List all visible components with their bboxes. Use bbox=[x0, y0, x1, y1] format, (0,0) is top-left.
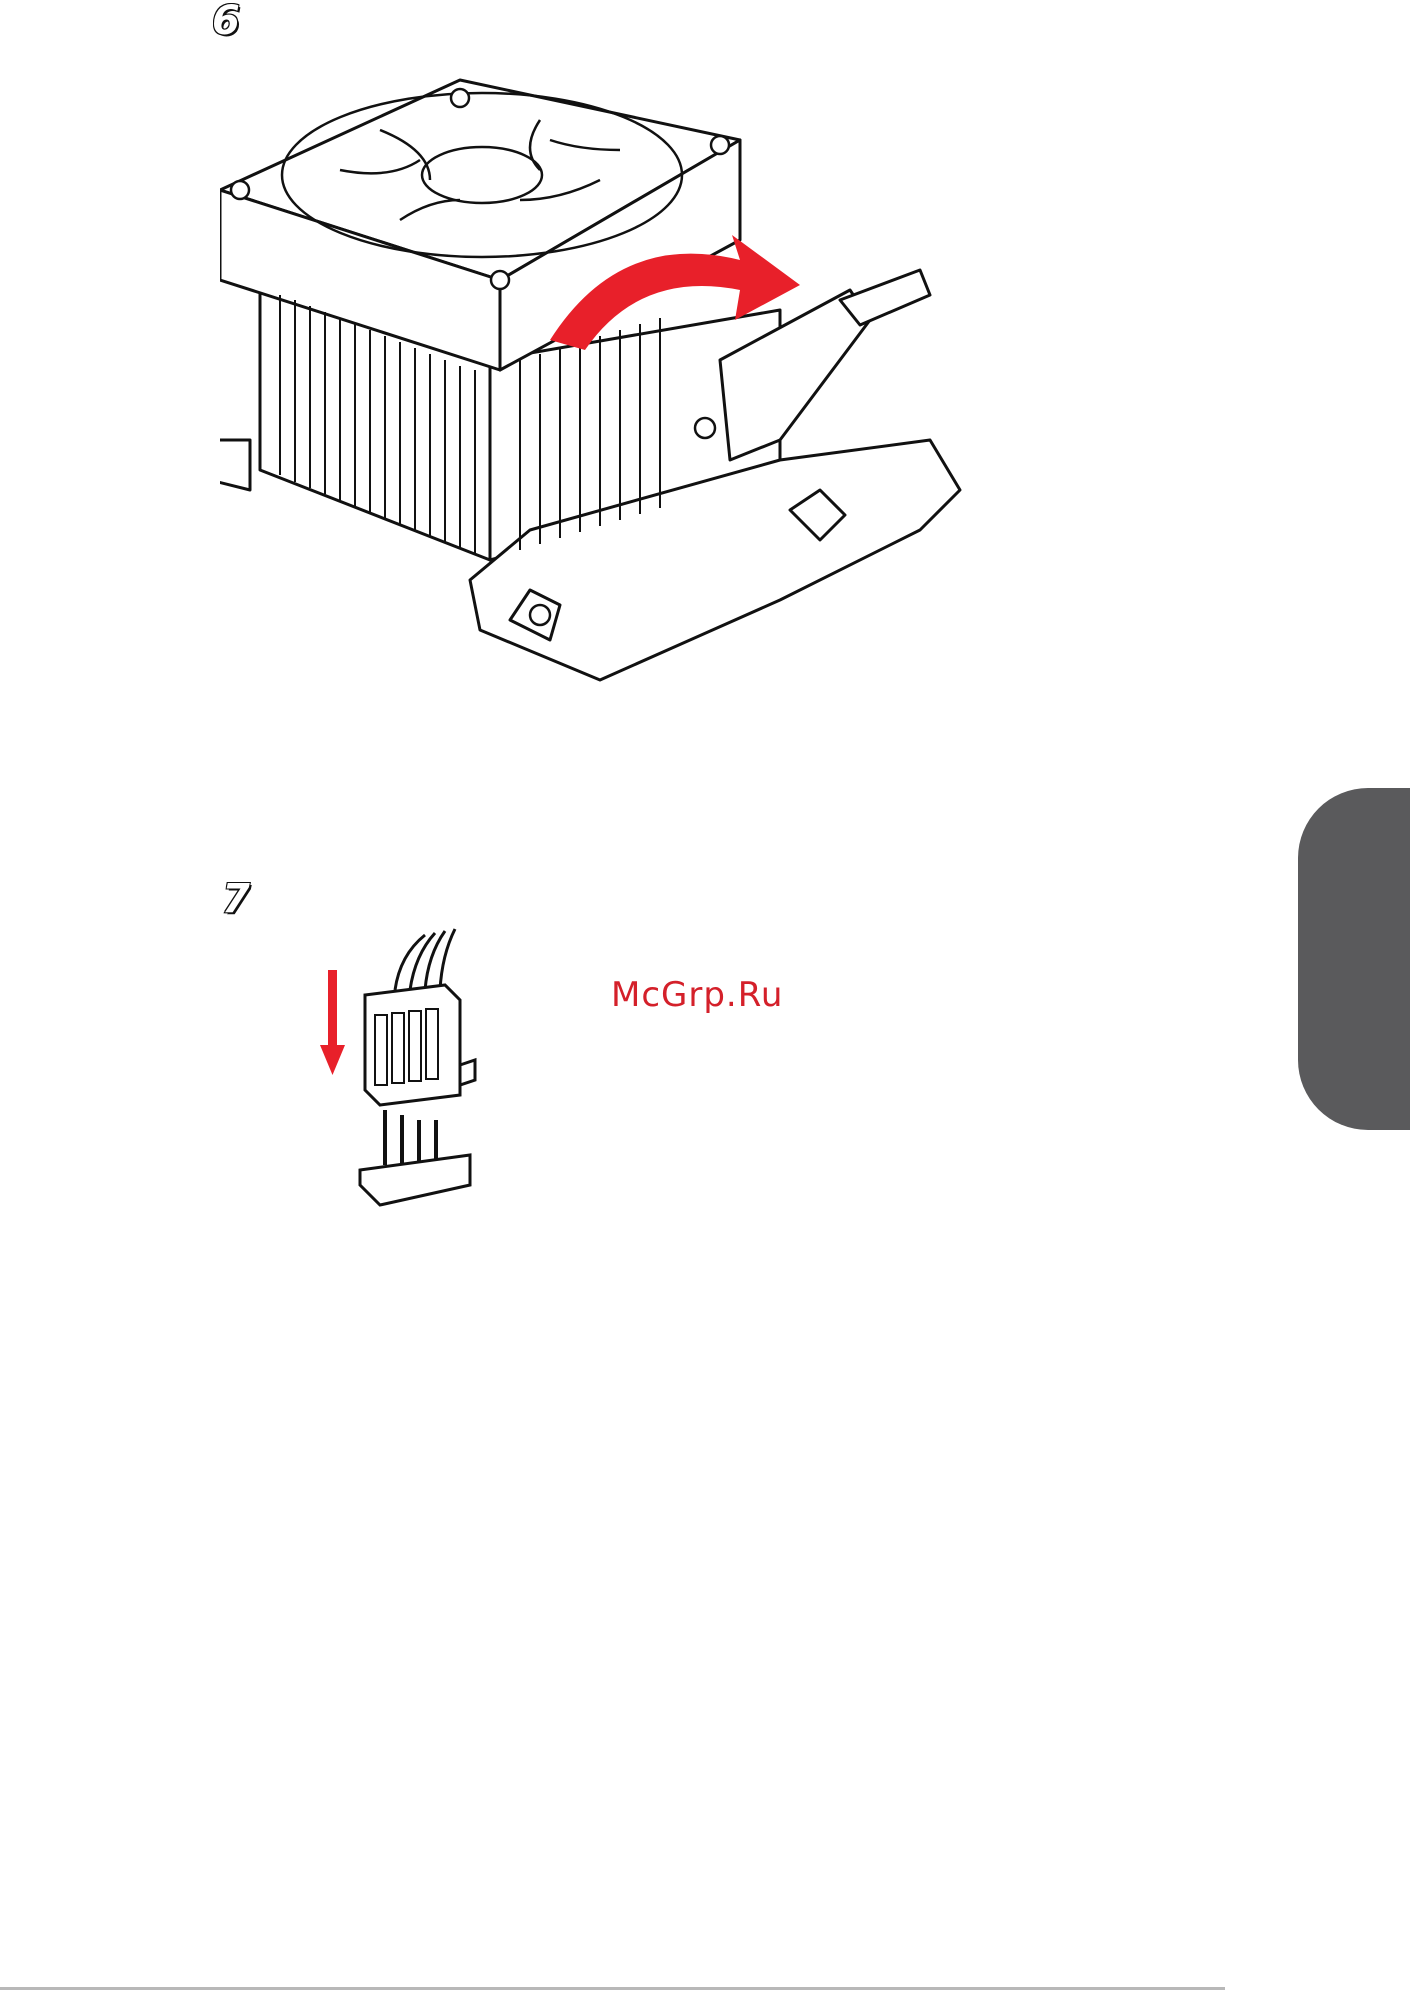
cpu-cooler-illustration bbox=[220, 60, 1040, 760]
step-number-6: 6 bbox=[212, 0, 240, 44]
fan-connector-illustration bbox=[320, 915, 500, 1235]
step-number-7: 7 bbox=[222, 876, 250, 922]
chapter-side-tab bbox=[1298, 788, 1410, 1130]
footer-rule bbox=[0, 1987, 1225, 1990]
watermark: McGrp.Ru bbox=[611, 975, 783, 1015]
